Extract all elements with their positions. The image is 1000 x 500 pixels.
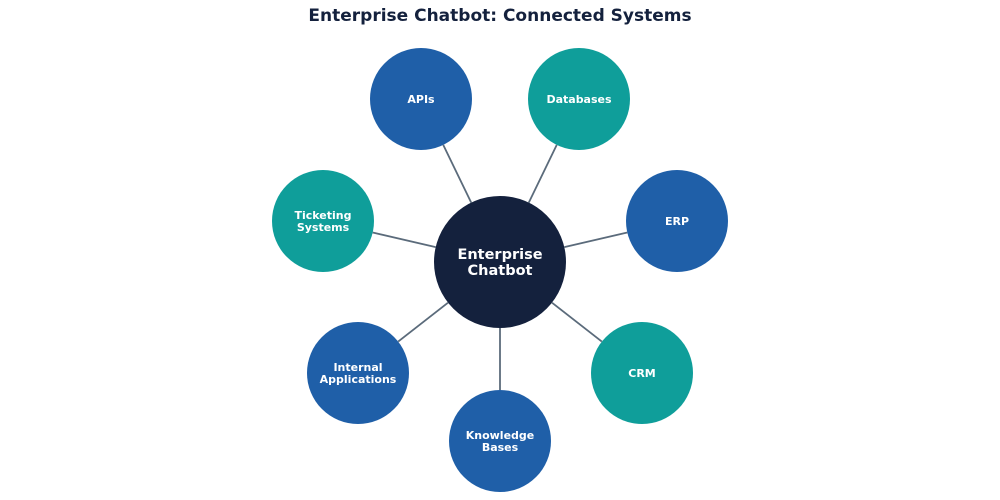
node-label-knowledge-bases: Knowledge	[466, 429, 535, 442]
node-crm: CRM	[591, 322, 693, 424]
node-label-ticketing-systems: Ticketing	[294, 209, 351, 222]
node-label-databases: Databases	[546, 93, 612, 106]
connector-internal-applications	[397, 301, 449, 343]
hub-circle	[434, 196, 566, 328]
hub-label: Chatbot	[468, 263, 533, 279]
hub-label: Enterprise	[457, 247, 542, 263]
connector-ticketing-systems	[372, 231, 436, 248]
node-circle-knowledge-bases	[449, 390, 551, 492]
connector-lines	[372, 144, 628, 390]
diagram-title: Enterprise Chatbot: Connected Systems	[308, 6, 691, 26]
node-label-crm: CRM	[628, 367, 656, 380]
node-databases: Databases	[528, 48, 630, 150]
node-circle-ticketing-systems	[272, 170, 374, 272]
node-circle-internal-applications	[307, 322, 409, 424]
node-label-internal-applications: Internal	[333, 361, 382, 374]
connector-erp	[564, 231, 628, 248]
node-circle-erp	[626, 170, 728, 272]
node-label-erp: ERP	[665, 215, 689, 228]
node-label-ticketing-systems: Systems	[297, 221, 350, 234]
node-circle-apis	[370, 48, 472, 150]
node-label-internal-applications: Applications	[320, 373, 397, 386]
node-label-apis: APIs	[407, 93, 435, 106]
connector-apis	[442, 144, 473, 204]
connector-databases	[527, 144, 558, 204]
node-circle-databases	[528, 48, 630, 150]
node-circle-crm	[591, 322, 693, 424]
connector-crm	[551, 301, 603, 343]
node-erp: ERP	[626, 170, 728, 272]
node-label-knowledge-bases: Bases	[482, 441, 519, 454]
node-apis: APIs	[370, 48, 472, 150]
